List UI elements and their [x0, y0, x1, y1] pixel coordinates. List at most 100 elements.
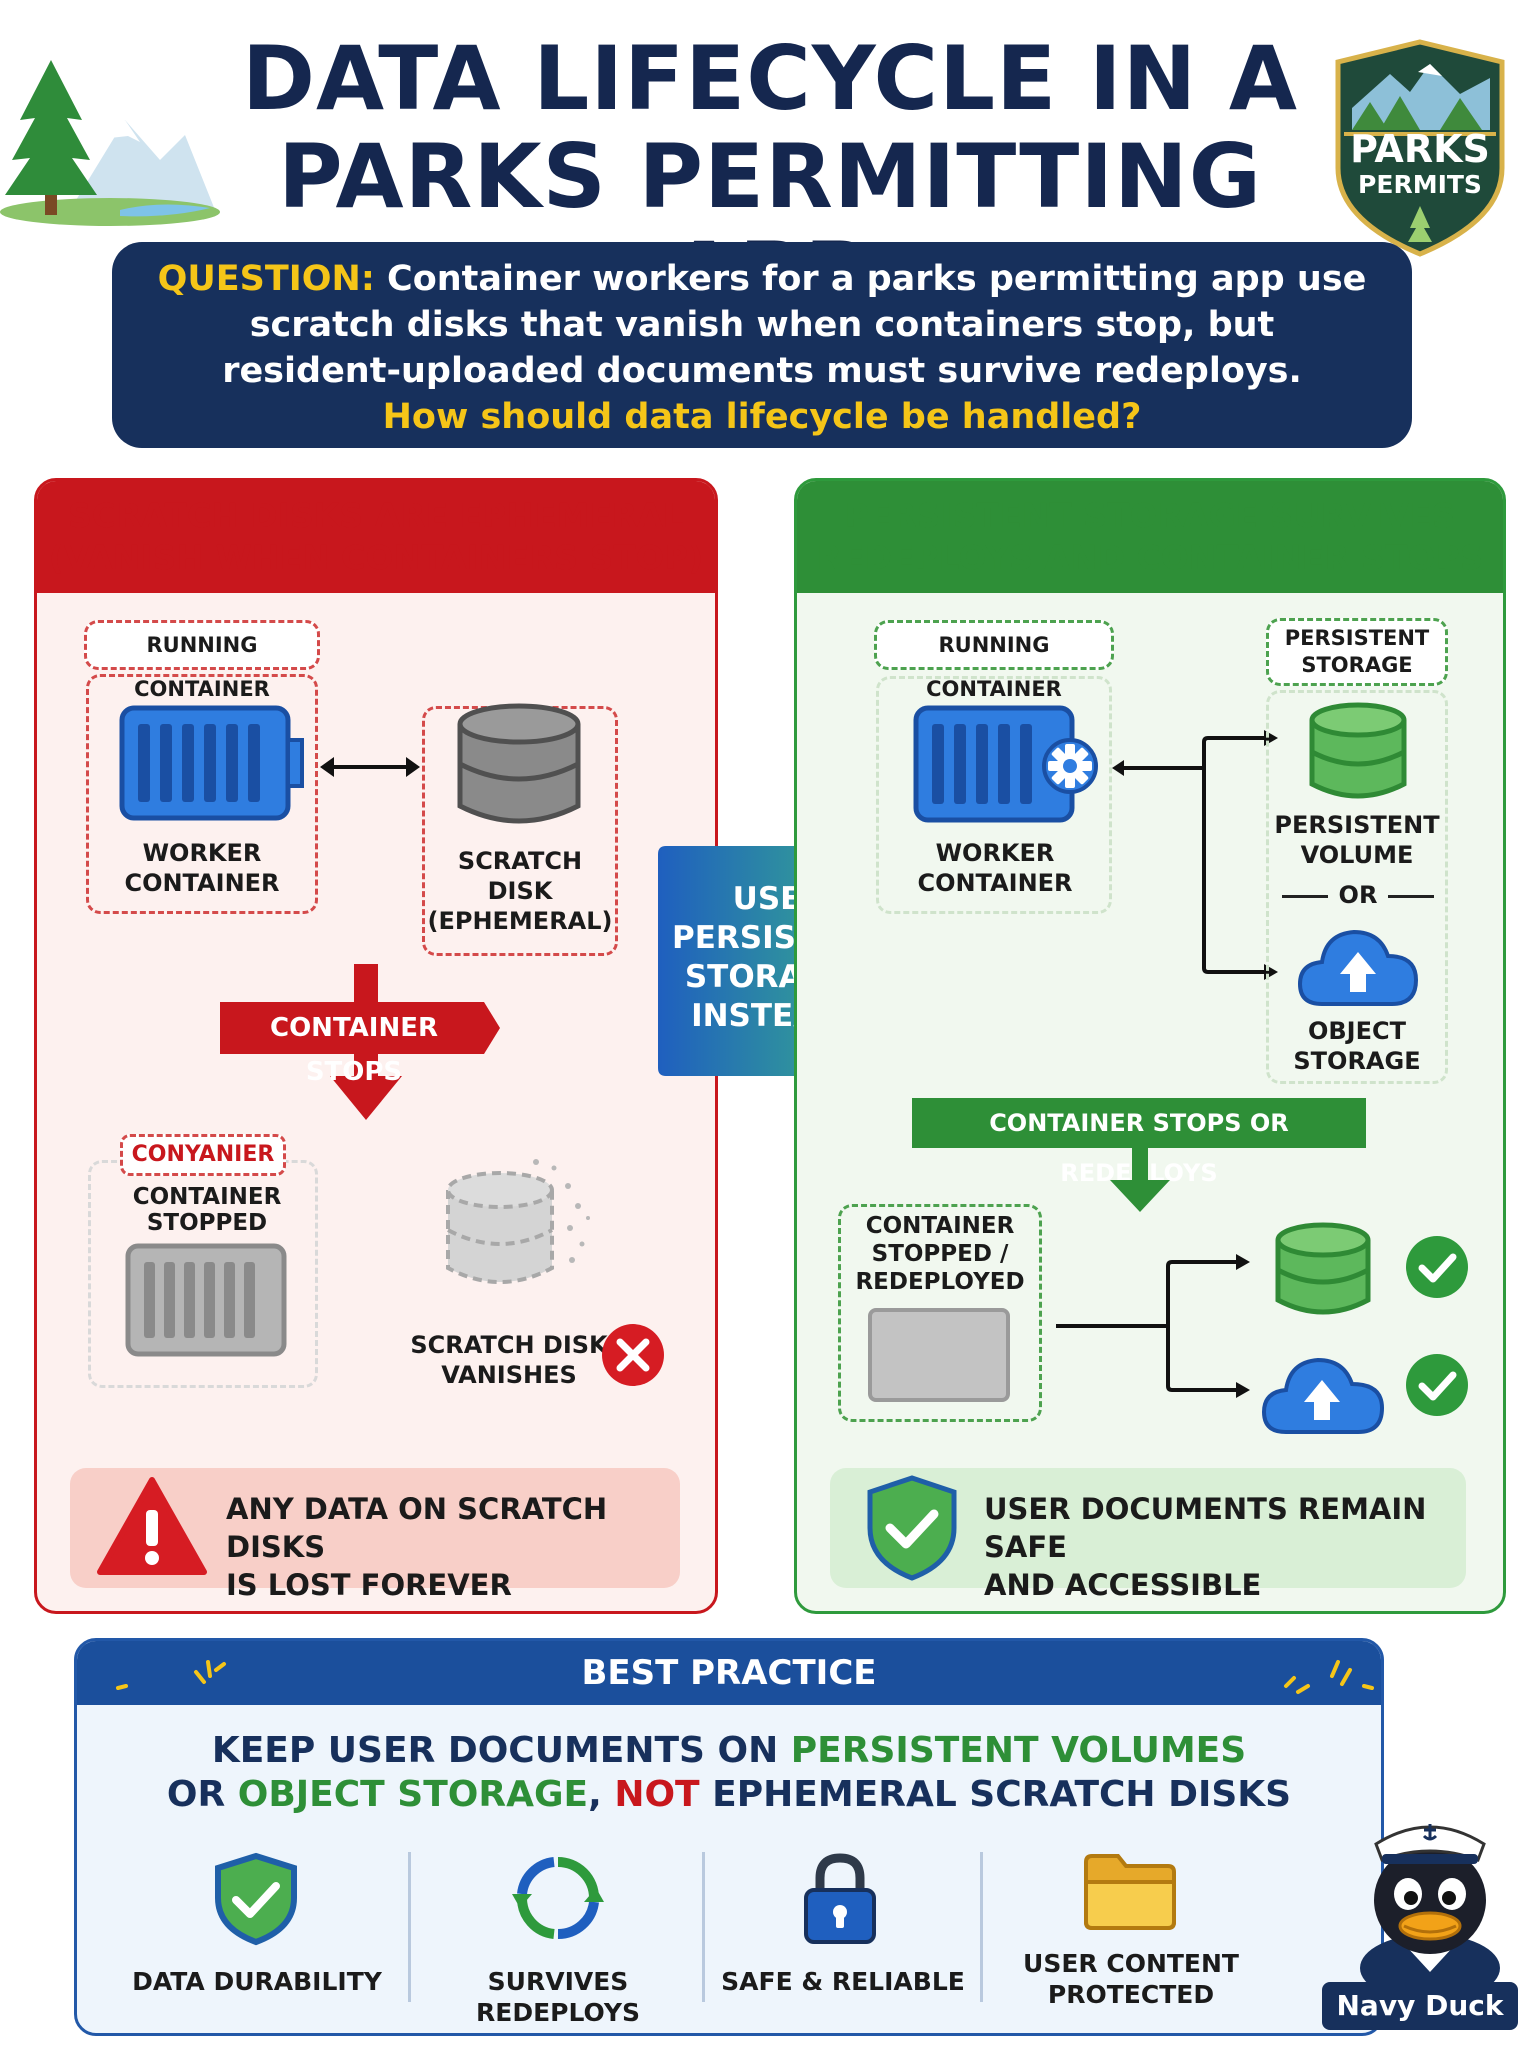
redeployed-label-1: CONTAINER — [865, 1213, 1015, 1239]
check-circle-icon — [1406, 1236, 1468, 1298]
warning-text: ANY DATA ON SCRATCH DISKS IS LOST FOREVE… — [226, 1490, 666, 1604]
worker-label-2: CONTAINER — [124, 869, 280, 897]
bp-l2-d: NOT — [614, 1774, 700, 1815]
running-container-tag: RUNNING CONTAINER — [84, 620, 320, 701]
mid-line-1: USE — [732, 881, 802, 917]
worker-container-label: WORKER CONTAINER — [96, 838, 308, 898]
bp-separator-2 — [702, 1852, 705, 2002]
persistent-volume-disk-icon — [1309, 702, 1407, 799]
or-divider: OR — [1282, 880, 1434, 910]
check-circle-icon-2 — [1406, 1354, 1468, 1416]
parks-permits-badge-icon — [1335, 39, 1505, 257]
vanish-label-1: SCRATCH DISK — [410, 1331, 608, 1359]
stopped-container-icon — [125, 1243, 287, 1357]
stopped-container-block-icon — [868, 1308, 1010, 1402]
question-ask: How should data lifecycle be handled? — [382, 397, 1142, 437]
worker-container-icon — [119, 705, 304, 821]
badge-line-2: PERMITS — [1358, 170, 1482, 199]
down-arrow-icon — [1110, 1148, 1170, 1212]
lock-icon — [804, 1853, 876, 1944]
persistent-volume-label: PERSISTENT VOLUME — [1266, 810, 1448, 870]
surviving-cloud-upload-icon — [1261, 1357, 1385, 1434]
mascot-name-label: Navy Duck — [1322, 1982, 1518, 2030]
sparkle-right-icon — [1284, 1660, 1374, 1694]
object-storage-label: OBJECT STORAGE — [1266, 1016, 1448, 1076]
warning-icon — [97, 1477, 207, 1575]
shield-check-icon — [867, 1475, 957, 1581]
redeploy-connector-arrows — [1056, 1254, 1250, 1398]
best-practice-line-1: KEEP USER DOCUMENTS ON PERSISTENT VOLUME… — [77, 1729, 1381, 1773]
container-stops-redeploys-banner: CONTAINER STOPS OR REDEPLOYS — [912, 1098, 1366, 1187]
scratch-header-line-2: (VANISH WHEN CONTAINERS STOP) — [48, 538, 704, 577]
right-worker-container-label: WORKER CONTAINER — [882, 838, 1108, 898]
running-container-frame — [86, 674, 318, 914]
question-line-2: scratch disks that vanish when container… — [249, 305, 1275, 345]
duck-mascot-icon — [1360, 1824, 1500, 1996]
pine-tree-icon — [0, 60, 220, 226]
ok-line-1: USER DOCUMENTS REMAIN SAFE — [984, 1492, 1427, 1564]
best-practice-line-2: OR OBJECT STORAGE, NOT EPHEMERAL SCRATCH… — [77, 1773, 1381, 1817]
cloud-upload-icon — [1297, 929, 1419, 1006]
title-line-1: DATA LIFECYCLE IN A — [241, 27, 1298, 130]
bp-l1-a: KEEP USER DOCUMENTS ON — [211, 1730, 791, 1771]
redeployed-label-2: STOPPED / — [871, 1241, 1009, 1267]
x-circle-icon — [602, 1324, 664, 1386]
bp-item-survives-redeploys: SURVIVES REDEPLOYS — [476, 1967, 640, 2027]
right-running-container-tag: RUNNING CONTAINER — [874, 620, 1114, 701]
scratch-disk-label: SCRATCH DISK (EPHEMERAL) — [422, 846, 618, 936]
bp-separator-1 — [408, 1852, 411, 2002]
garbled-container-tag: CONYANIER — [120, 1134, 286, 1176]
volume-label-2: VOLUME — [1300, 841, 1414, 869]
persistent-storage-frame — [1266, 690, 1448, 1084]
persistent-header-line-2: REDEPLOYS AND CONTAINER STOPS — [816, 538, 1484, 577]
question-line-3: resident-uploaded documents must survive… — [222, 351, 1302, 391]
question-label: QUESTION: — [157, 259, 375, 299]
scratch-label-3: (EPHEMERAL) — [427, 907, 613, 935]
object-label-1: OBJECT — [1307, 1017, 1406, 1045]
sparkle-left-icon — [116, 1660, 226, 1690]
documents-safe-text: USER DOCUMENTS REMAIN SAFE AND ACCESSIBL… — [984, 1490, 1454, 1604]
best-practice-header: BEST PRACTICE — [77, 1641, 1381, 1705]
stopped-redeployed-frame — [838, 1204, 1042, 1422]
persist-tag-line-1: PERSISTENT — [1284, 626, 1430, 650]
bp-l1-b: PERSISTENT VOLUMES — [790, 1730, 1247, 1771]
ok-line-2: AND ACCESSIBLE — [984, 1568, 1262, 1602]
scratch-label-1: SCRATCH — [457, 847, 583, 875]
vanish-label-2: VANISHES — [441, 1361, 577, 1389]
stopped-redeployed-label: CONTAINER STOPPED / REDEPLOYED — [838, 1212, 1042, 1296]
right-running-container-frame — [876, 676, 1112, 914]
bp-item-4-line-2: PROTECTED — [1047, 1980, 1215, 2009]
scratch-panel-header: SCRATCH DISKS ARE EPHEMERAL (VANISH WHEN… — [37, 481, 715, 593]
persistent-storage-tag: PERSISTENT STORAGE — [1266, 618, 1448, 686]
best-practice-section: BEST PRACTICE KEEP USER DOCUMENTS ON PER… — [74, 1638, 1384, 2036]
scratch-header-line-1: SCRATCH DISKS ARE EPHEMERAL — [68, 496, 684, 535]
scratch-vanishes-label: SCRATCH DISK VANISHES — [402, 1330, 616, 1390]
storage-connector-arrows — [1112, 730, 1278, 980]
data-durability-shield-icon — [215, 1852, 297, 1946]
redeployed-label-3: REDEPLOYED — [855, 1269, 1025, 1295]
bp-l2-b: OBJECT STORAGE — [237, 1774, 589, 1815]
persistent-panel-header: PERSISTENT STORAGE SURVIVES REDEPLOYS AN… — [797, 481, 1503, 593]
right-worker-label-1: WORKER — [935, 839, 1055, 867]
right-worker-label-2: CONTAINER — [917, 869, 1073, 897]
question-line-1: Container workers for a parks permitting… — [387, 259, 1367, 299]
bp-item-data-durability: DATA DURABILITY — [132, 1967, 382, 1996]
bp-item-user-content-protected: USER CONTENT PROTECTED — [990, 1948, 1272, 2010]
worker-label-1: WORKER — [142, 839, 262, 867]
container-stopped-label: CONTAINER STOPPED — [96, 1184, 318, 1236]
bp-l2-c: , — [588, 1774, 615, 1815]
bp-item-4-line-1: USER CONTENT — [1023, 1949, 1239, 1978]
or-label: OR — [1338, 881, 1378, 909]
persist-tag-line-2: STORAGE — [1301, 653, 1413, 677]
persistent-header-line-1: PERSISTENT STORAGE SURVIVES — [844, 496, 1456, 535]
badge-text: PARKS PERMITS — [1330, 128, 1510, 200]
volume-label-1: PERSISTENT — [1274, 811, 1440, 839]
stopped-label-1: CONTAINER — [132, 1184, 282, 1210]
disk-icon — [457, 703, 581, 824]
stopped-label-2: STOPPED — [146, 1210, 268, 1236]
bp-l2-e: EPHEMERAL SCRATCH DISKS — [699, 1774, 1292, 1815]
container-stops-label: CONTAINER STOPS — [270, 1013, 438, 1087]
container-stops-arrow-icon — [220, 964, 500, 1120]
worker-container-gear-icon — [913, 705, 1098, 823]
surviving-volume-disk-icon — [1275, 1222, 1371, 1315]
